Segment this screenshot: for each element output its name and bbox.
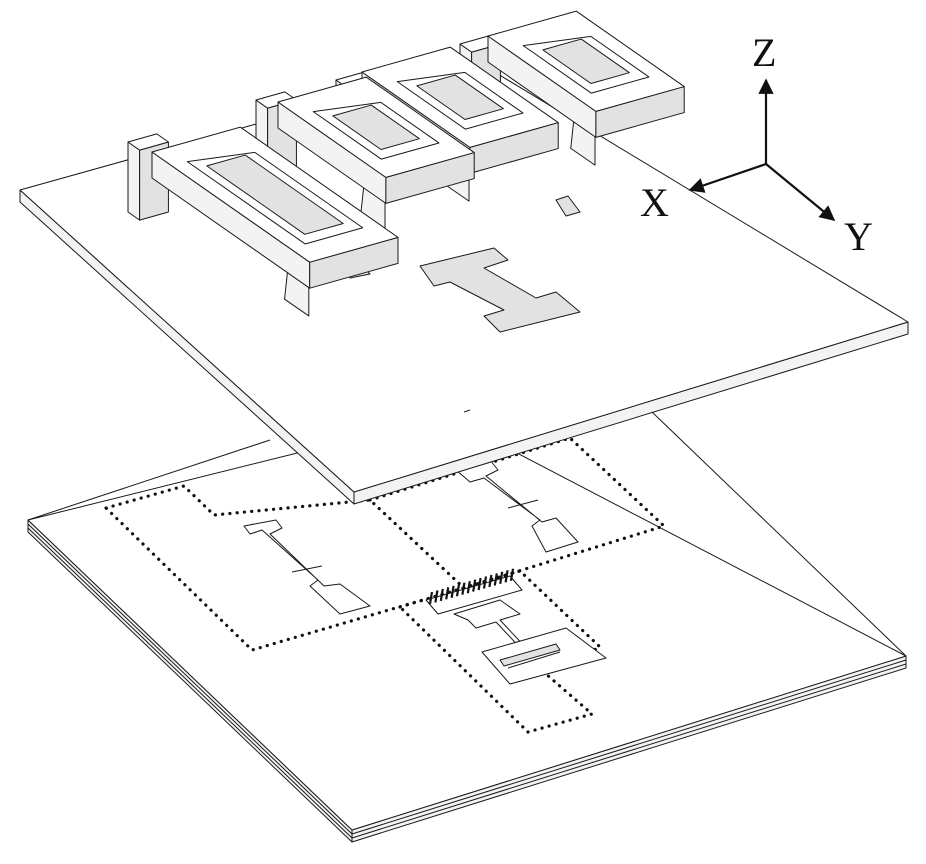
- comb-teeth: [428, 568, 515, 605]
- bottom-board-layer-line-1: [27, 523, 907, 835]
- comb-tooth: [493, 573, 498, 586]
- ring-block-1-slot-inner: [206, 154, 344, 235]
- x-axis-arrow: [688, 162, 767, 193]
- dotted-region-bottom: [396, 569, 603, 734]
- clip-1-top: [127, 133, 169, 151]
- comb-tooth: [482, 576, 488, 589]
- x-axis-label: X: [640, 180, 669, 225]
- comb-tooth: [445, 587, 450, 600]
- comb-base: [425, 575, 523, 615]
- top-board: [19, 10, 909, 505]
- footprint-left: [243, 519, 371, 615]
- center-pad: [481, 627, 607, 685]
- board-slot-2: [555, 195, 581, 217]
- comb-tooth: [488, 574, 493, 588]
- center-pad-slot: [499, 643, 561, 667]
- comb-tooth: [461, 582, 466, 595]
- bottom-board-layer-line-2: [27, 527, 907, 839]
- comb-tooth: [472, 579, 477, 592]
- ring-block-3-slot-inner: [416, 74, 504, 120]
- guide-line-left: [27, 439, 271, 521]
- comb-tooth: [439, 588, 444, 602]
- ring-block-4-slot-inner: [542, 38, 630, 84]
- comb-tooth: [477, 577, 482, 591]
- comb-tooth: [499, 571, 504, 585]
- footprint-right-divider: [507, 499, 539, 509]
- ring-blocks: [127, 10, 685, 317]
- footprint-right: [455, 459, 579, 553]
- center-pad-trace: [507, 651, 561, 669]
- footprint-left-divider: [291, 565, 323, 573]
- guide-line-stub: [463, 409, 471, 413]
- comb-tooth: [504, 570, 509, 583]
- bottom-board: [27, 415, 907, 843]
- i-shaped-cutout: [419, 247, 581, 333]
- z-axis-label: Z: [752, 30, 776, 75]
- axis-triad: Z X Y: [640, 30, 873, 259]
- y-axis-label: Y: [844, 214, 873, 259]
- central-circuit: [425, 568, 607, 685]
- y-axis-arrow: [765, 163, 836, 221]
- dotted-region-left: [102, 484, 468, 652]
- comb-tooth: [434, 590, 439, 603]
- comb-tooth: [509, 568, 515, 581]
- ring-block-2-slot-inner: [332, 104, 420, 150]
- guide-line-right: [651, 411, 907, 657]
- comb-tooth: [455, 584, 461, 597]
- clip-1-front: [127, 141, 141, 221]
- comb-tooth: [450, 585, 455, 598]
- comb-tooth: [466, 580, 471, 594]
- comb-tooth: [428, 591, 434, 605]
